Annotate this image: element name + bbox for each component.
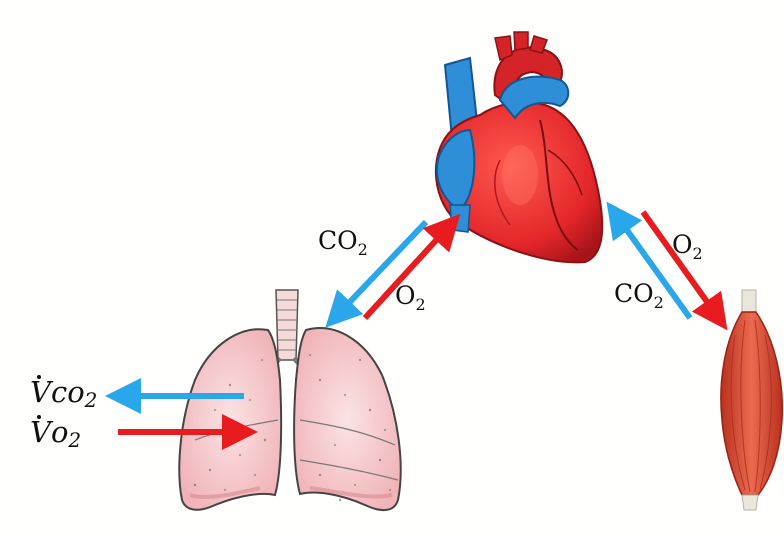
vo2-gas: o — [51, 415, 68, 449]
o2-label-heart-muscle: O2 — [672, 232, 703, 262]
vo2-label: Vo2 — [30, 418, 81, 450]
vco2-label: Vco2 — [30, 378, 97, 410]
vco2-symbol: V — [30, 378, 51, 407]
subscript: 2 — [416, 295, 426, 314]
co2-label-text: CO — [318, 226, 358, 255]
co2-label-text: CO — [614, 279, 654, 308]
subscript: 2 — [654, 293, 664, 312]
o2-label-heart-lungs: O2 — [395, 283, 426, 313]
co2-label-heart-lungs: CO2 — [318, 228, 368, 258]
subscript: 2 — [358, 240, 368, 259]
o2-label-text: O — [395, 281, 416, 310]
subscript: 2 — [85, 388, 98, 412]
muscle-icon — [721, 290, 782, 510]
subscript: 2 — [693, 244, 703, 263]
o2-label-text: O — [672, 230, 693, 259]
lungs-icon — [179, 290, 400, 510]
subscript: 2 — [68, 428, 81, 452]
heart-icon — [436, 32, 602, 262]
vo2-symbol: V — [30, 418, 51, 447]
co2-label-heart-muscle: CO2 — [614, 281, 664, 311]
vco2-gas: co — [51, 375, 85, 409]
